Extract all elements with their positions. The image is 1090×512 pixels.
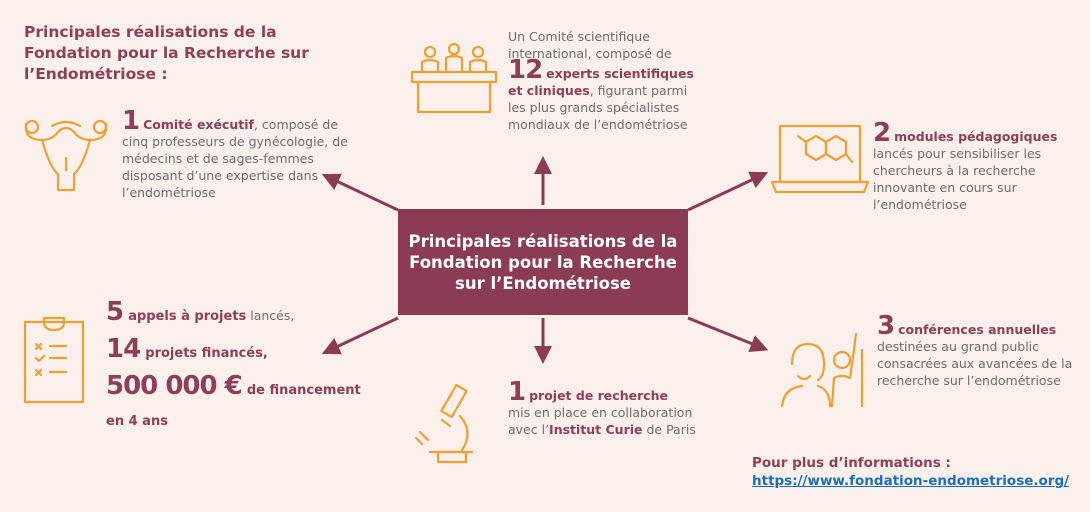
arrow-top-left (321, 173, 399, 212)
uterus-icon (24, 119, 108, 192)
laptop-molecule-icon (770, 124, 870, 194)
arrow-top-right (687, 171, 769, 212)
meeting-icon (410, 42, 498, 114)
arrow-bottom-right (687, 316, 769, 352)
foundation-website-link[interactable]: https://www.fondation-endometriose.org/ (752, 473, 1070, 489)
clipboard-checklist-icon (23, 316, 85, 404)
info-label: Pour plus d’informations : (752, 455, 951, 471)
conference-people-icon (780, 332, 864, 408)
comite-text: 1 Comité exécutif, composé de cinq profe… (122, 106, 348, 200)
funding-text: 5 appels à projets lancés, 14 projets fi… (106, 297, 361, 429)
scientific-committee-text: Un Comité scientifique international, co… (508, 29, 694, 132)
center-box: Principales réalisations de la Fondation… (398, 209, 688, 315)
arrow-bottom-left (321, 316, 399, 355)
page-title: Principales réalisations de la Fondation… (24, 23, 309, 83)
microscope-icon (414, 383, 474, 464)
